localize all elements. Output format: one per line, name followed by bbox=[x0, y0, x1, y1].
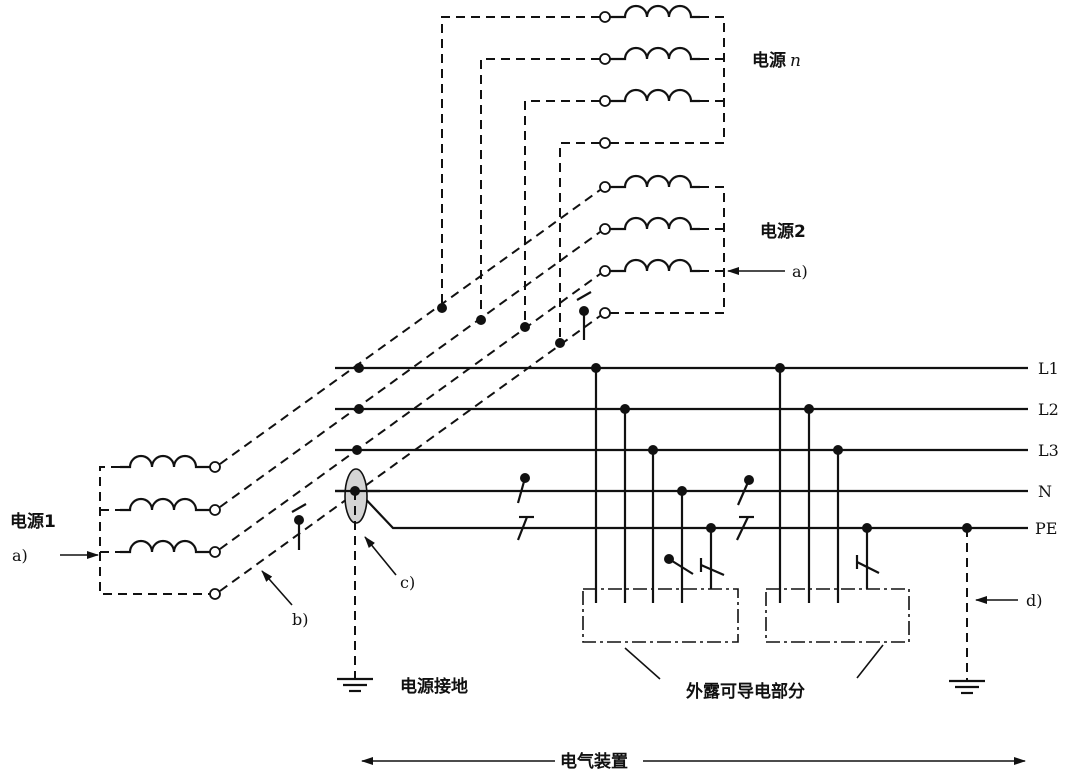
exposed-part-box bbox=[582, 588, 739, 643]
inductor-icon bbox=[120, 539, 210, 554]
annotation-b: b) bbox=[292, 610, 308, 629]
source-2-label: 电源2 bbox=[760, 221, 806, 242]
annotation-c-arrow bbox=[364, 536, 397, 576]
source-n-lead-l3 bbox=[524, 100, 600, 327]
junction-dot bbox=[833, 445, 843, 455]
equipment-1 bbox=[582, 363, 739, 643]
junction-dot bbox=[862, 523, 872, 533]
pe-link-icon bbox=[736, 515, 754, 541]
leader-line bbox=[856, 644, 884, 679]
junction-dot bbox=[591, 363, 601, 373]
annotation-b-arrow bbox=[261, 570, 293, 606]
junction-dot bbox=[520, 322, 530, 332]
source-n-lead-l2 bbox=[480, 58, 600, 318]
label-l3: L3 bbox=[1038, 441, 1059, 460]
label-l2: L2 bbox=[1038, 400, 1059, 419]
annotation-c: c) bbox=[400, 573, 415, 592]
source-n-windings bbox=[610, 4, 700, 103]
source-1-star-point bbox=[99, 466, 210, 595]
n-switch-icon bbox=[516, 473, 530, 504]
inductor-icon bbox=[120, 497, 210, 512]
terminal-icon bbox=[599, 137, 611, 149]
busbars: L1 L2 L3 N PE bbox=[335, 359, 1059, 538]
terminal-icon bbox=[599, 95, 611, 107]
junction-dot bbox=[354, 363, 364, 373]
junction-dot bbox=[620, 404, 630, 414]
source-1-label: 电源1 bbox=[10, 511, 56, 532]
leader-line bbox=[624, 647, 661, 680]
bus-switches bbox=[516, 473, 754, 541]
terminal-icon bbox=[209, 546, 221, 558]
label-pe: PE bbox=[1035, 519, 1057, 538]
source-earthing: 电源接地 c) bbox=[335, 468, 468, 697]
junction-dot bbox=[555, 338, 565, 348]
interconnecting-conductors: b) bbox=[219, 189, 601, 629]
exposed-part-box bbox=[765, 588, 910, 643]
terminal-icon bbox=[209, 588, 221, 600]
label-n: N bbox=[1038, 482, 1052, 501]
diagonal-l1 bbox=[219, 189, 601, 465]
source-2-star-point bbox=[610, 186, 725, 314]
diagonal-l2 bbox=[219, 231, 601, 508]
junction-dot bbox=[706, 523, 716, 533]
exposed-parts-label: 外露可导电部分 bbox=[686, 681, 805, 702]
source-n-lead-l1 bbox=[441, 16, 600, 308]
installation-earthing: d) bbox=[949, 523, 1042, 695]
junction-dot bbox=[677, 486, 687, 496]
terminal-icon bbox=[599, 307, 611, 319]
source-n-lead-n bbox=[559, 142, 600, 343]
junction-dot bbox=[476, 315, 486, 325]
pe-link-icon bbox=[855, 555, 880, 574]
terminal-icon bbox=[209, 504, 221, 516]
junction-dot bbox=[775, 363, 785, 373]
junction-dot bbox=[437, 303, 447, 313]
terminal-icon bbox=[599, 265, 611, 277]
source-2: 电源2 a) bbox=[599, 174, 808, 319]
n-switch-icon bbox=[664, 554, 694, 575]
equipment-2 bbox=[765, 363, 910, 643]
diagonal-l3 bbox=[219, 273, 601, 550]
terminal-icon bbox=[599, 223, 611, 235]
inductor-icon bbox=[610, 4, 700, 19]
ground-icon bbox=[337, 677, 373, 693]
source-1: 电源1 a) bbox=[10, 454, 221, 600]
pe-link-icon bbox=[516, 515, 534, 541]
annotation-a-top: a) bbox=[792, 262, 808, 281]
inductor-icon bbox=[120, 454, 210, 469]
diagonal-n bbox=[219, 315, 601, 592]
junction-dot bbox=[648, 445, 658, 455]
junction-dot bbox=[352, 445, 362, 455]
bus-pe bbox=[357, 490, 1028, 530]
ground-icon bbox=[949, 679, 985, 695]
inductor-icon bbox=[610, 174, 700, 189]
exposed-parts-callout: 外露可导电部分 bbox=[624, 644, 884, 702]
inductor-icon bbox=[610, 46, 700, 61]
switch-icon bbox=[291, 503, 307, 550]
source-earthing-label: 电源接地 bbox=[400, 676, 468, 697]
annotation-d: d) bbox=[1026, 591, 1042, 610]
terminal-icon bbox=[599, 53, 611, 65]
junction-dot bbox=[804, 404, 814, 414]
terminal-icon bbox=[209, 461, 221, 473]
installation-span: 电气装置 bbox=[361, 751, 1026, 772]
inductor-icon bbox=[610, 216, 700, 231]
terminal-icon bbox=[599, 11, 611, 23]
inductor-icon bbox=[610, 88, 700, 103]
junction-dot bbox=[354, 404, 364, 414]
inductor-icon bbox=[610, 258, 700, 273]
terminal-icon bbox=[599, 181, 611, 193]
label-l1: L1 bbox=[1038, 359, 1059, 378]
source-n-star-point bbox=[610, 16, 725, 144]
n-switch-icon bbox=[736, 475, 754, 506]
annotation-a-left: a) bbox=[12, 546, 28, 565]
switch-icon bbox=[576, 291, 592, 340]
pe-link-icon bbox=[699, 558, 725, 577]
electrical-installation-label: 电气装置 bbox=[560, 751, 628, 772]
